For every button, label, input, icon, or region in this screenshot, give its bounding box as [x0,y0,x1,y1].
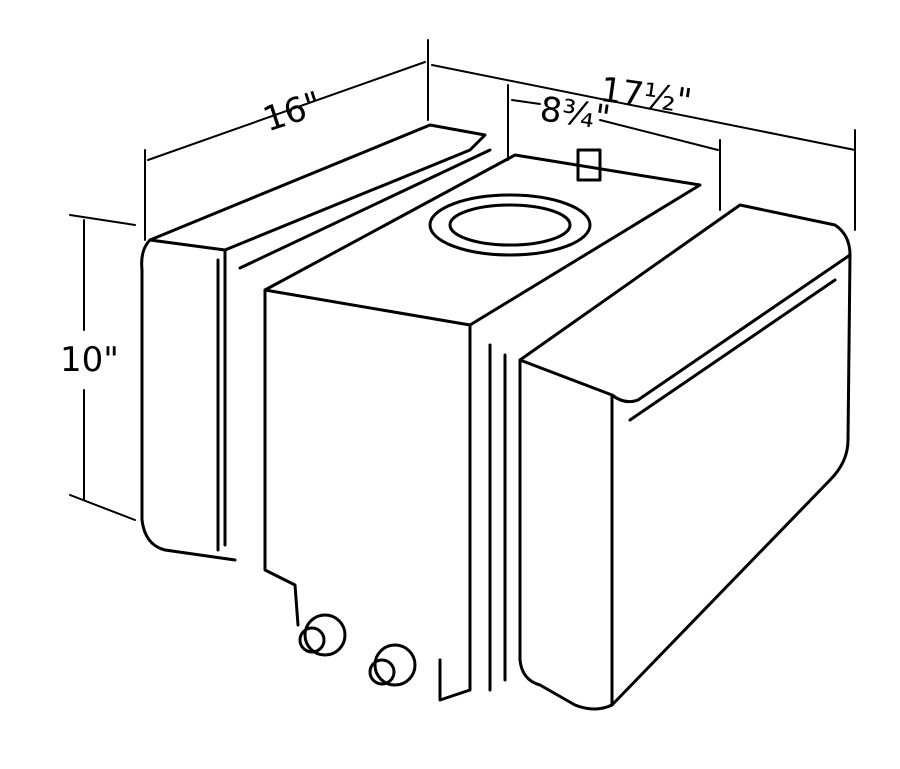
dimension-height: 10" [60,340,119,380]
dimension-lines [69,39,856,521]
